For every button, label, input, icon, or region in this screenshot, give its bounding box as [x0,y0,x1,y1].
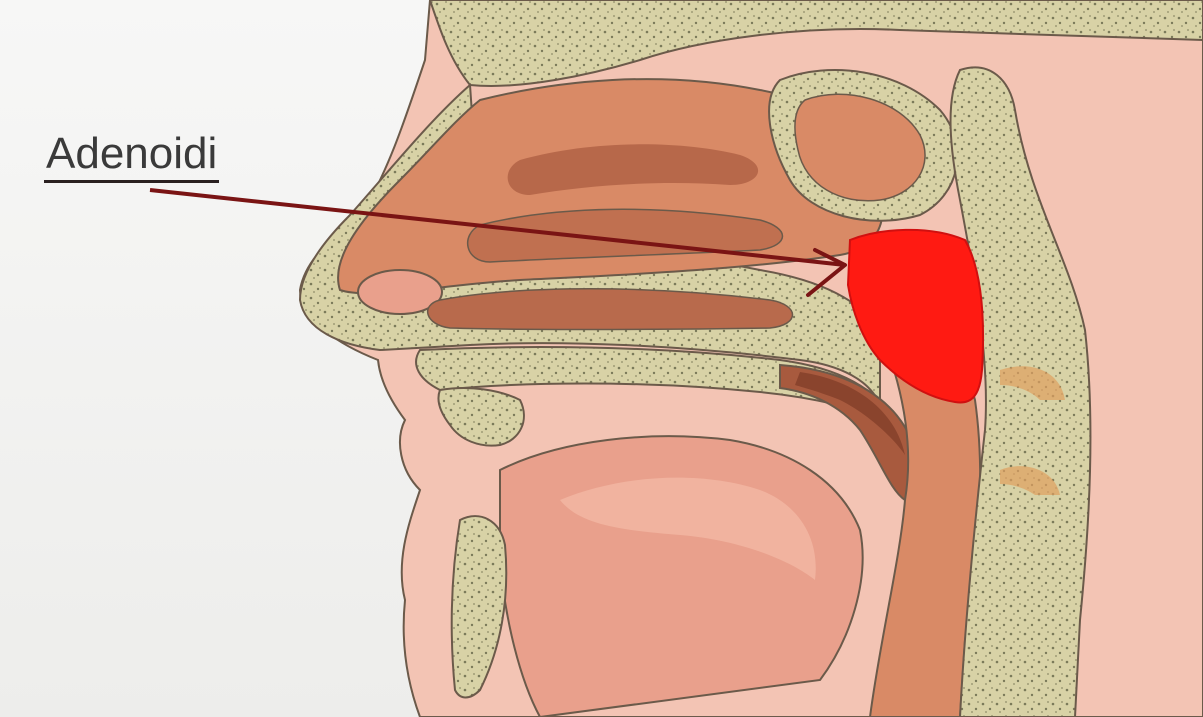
adenoid-label: Adenoidi [44,130,219,183]
adenoid-label-text: Adenoidi [46,129,217,178]
